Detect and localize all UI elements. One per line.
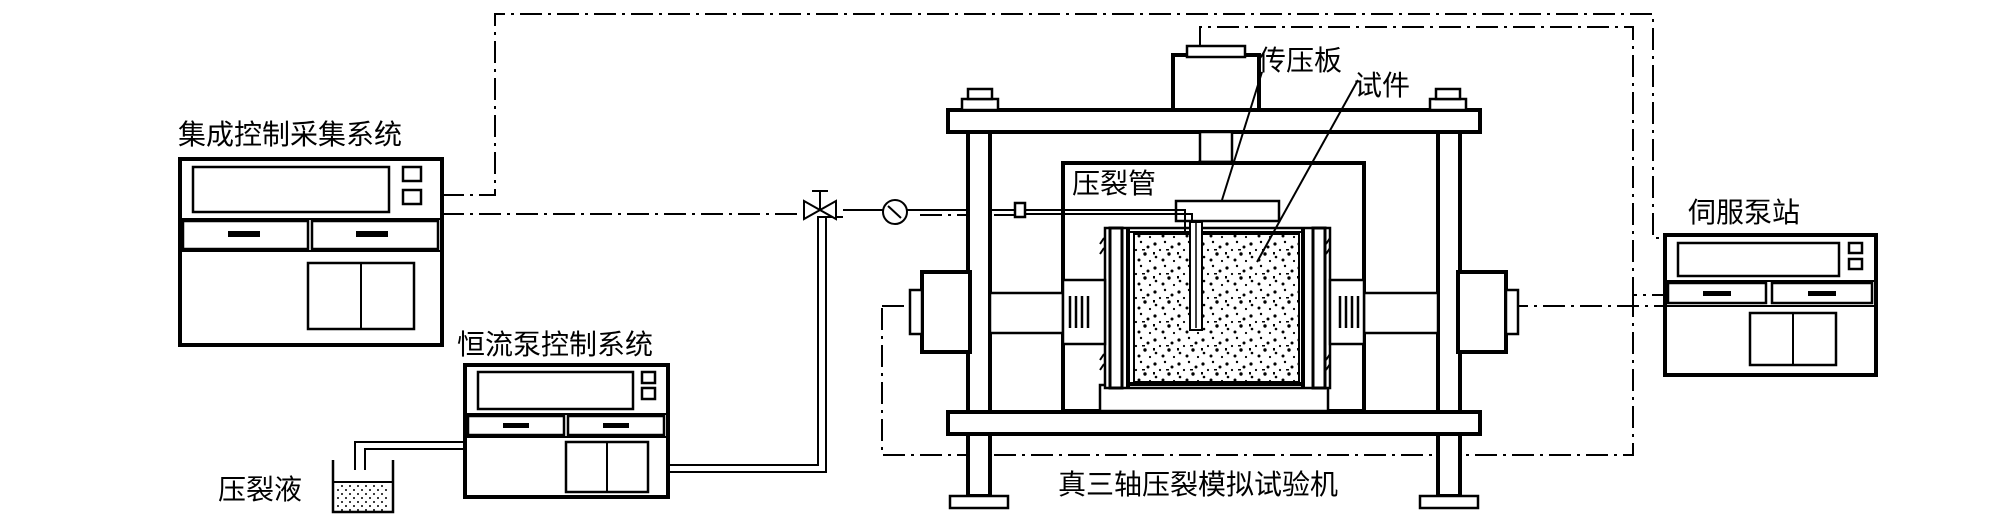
test-machine-label: 真三轴压裂模拟试验机 — [1058, 468, 1338, 501]
servo-pump-label: 伺服泵站 — [1688, 196, 1800, 229]
valve-icon — [803, 190, 837, 221]
frac-tube-label: 压裂管 — [1072, 167, 1156, 200]
pressure-gauge-icon — [882, 199, 908, 225]
triaxial-test-machine — [908, 44, 1520, 510]
frac-fluid-label: 压裂液 — [218, 473, 302, 506]
leader-lines — [1221, 71, 1359, 263]
specimen-label: 试件 — [1354, 69, 1410, 102]
pressure-plate-label: 传压板 — [1258, 44, 1342, 77]
specimen-block — [1133, 233, 1300, 383]
frac-fluid-beaker — [331, 460, 395, 514]
servo-pump-station — [1663, 233, 1878, 377]
integrated-control-label: 集成控制采集系统 — [178, 118, 402, 151]
integrated-control-unit — [178, 157, 444, 347]
constant-pump-unit — [463, 363, 670, 499]
fluid-pipes — [354, 209, 1015, 473]
constant-pump-label: 恒流泵控制系统 — [457, 328, 653, 361]
